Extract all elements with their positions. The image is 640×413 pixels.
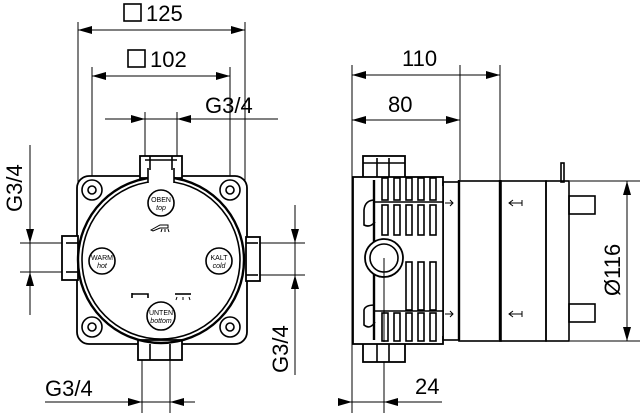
mounting-hole-icon: [81, 179, 241, 338]
port-right-label: KALT: [211, 255, 229, 262]
sleeve-cap: [545, 180, 570, 342]
port-top-label: OBEN: [151, 197, 171, 204]
dim-right-thread: G3/4: [268, 325, 293, 373]
dim-bottom-thread: G3/4: [45, 376, 93, 401]
body-ribs: [375, 177, 443, 342]
bottom-port-nut: [137, 339, 183, 361]
cap-tab: [560, 162, 565, 183]
port-bottom-label: UNTEN: [149, 310, 173, 317]
dim-top-thread: G3/4: [205, 93, 253, 118]
port-right: KALT cold: [205, 247, 233, 275]
dim-80: 80: [388, 92, 412, 117]
port-left-sublabel: hot: [97, 263, 108, 270]
dim-110: 110: [402, 46, 437, 71]
right-port-nut: [245, 236, 261, 282]
port-left-label: WARM: [91, 255, 113, 262]
clip-bottom: [363, 304, 376, 328]
port-bottom: UNTEN bottom: [146, 301, 176, 331]
side-top-nut: [362, 155, 406, 179]
dim-102-value: 102: [150, 47, 187, 72]
stub-bottom: [568, 303, 596, 323]
sleeve-3: [499, 180, 547, 342]
dim-125: 125: [123, 1, 183, 26]
sleeve-2: [458, 180, 502, 342]
port-top-sublabel: top: [156, 205, 166, 212]
dim-125-value: 125: [146, 1, 183, 26]
port-left: WARM hot: [88, 247, 116, 275]
side-bottom-nut: [362, 341, 406, 363]
side-view: 110 80: [338, 46, 640, 413]
dim-102: 102: [127, 47, 187, 72]
dim-left-thread: G3/4: [2, 164, 27, 212]
port-right-sublabel: cold: [213, 263, 227, 270]
shower-head-icon: [149, 224, 170, 233]
clip-top: [363, 199, 376, 227]
overhead-shower-icon: [175, 293, 191, 301]
port-top: OBEN top: [147, 189, 175, 217]
bath-spout-icon: [131, 293, 149, 298]
stub-top: [568, 195, 596, 215]
arrow-marker-icon: [445, 199, 523, 318]
front-view: OBEN top WARM hot KALT cold UNTEN bottom: [2, 1, 305, 413]
dim-24: 24: [415, 374, 439, 399]
port-bottom-sublabel: bottom: [150, 318, 172, 325]
dim-diameter: Ø116: [600, 244, 625, 296]
